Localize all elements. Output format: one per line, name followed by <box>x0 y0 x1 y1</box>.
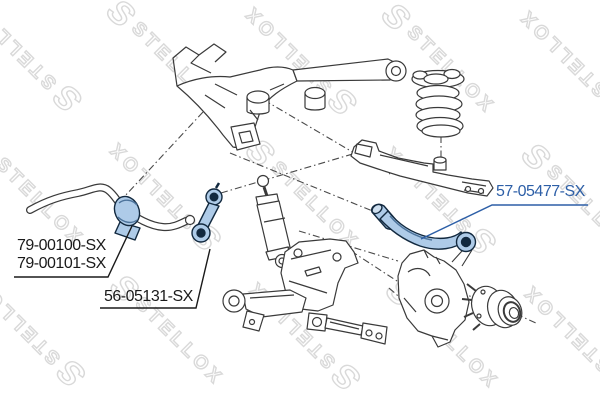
link-rod-drawing <box>306 312 388 345</box>
knuckle-drawing <box>397 249 470 348</box>
stabilizer-bar-drawing <box>26 183 196 232</box>
part-number: 57-05477-SX <box>496 183 585 200</box>
part-number: 79-00100-SX <box>17 237 106 254</box>
spring-arm-drawing <box>350 139 494 197</box>
callout-leader-lines <box>14 204 588 309</box>
shock-absorber-drawing <box>255 174 291 269</box>
coil-spring-drawing <box>411 68 465 138</box>
part-number: 79-00101-SX <box>17 254 106 272</box>
callout-stabilizer-link[interactable]: 56-05131-SX <box>104 288 193 306</box>
stabilizer-bushing-drawing <box>113 195 141 241</box>
stabilizer-link-drawing <box>191 182 223 243</box>
lower-arm-drawing <box>222 289 307 332</box>
callout-control-arm-selected[interactable]: 57-05477-SX <box>496 183 585 201</box>
callout-stabilizer-bushing[interactable]: 79-00100-SX 79-00101-SX <box>17 237 106 272</box>
control-arm-drawing <box>371 203 477 267</box>
hub-bearing-drawing <box>461 283 523 331</box>
subframe-drawing <box>172 43 407 151</box>
part-number: 56-05131-SX <box>104 288 193 305</box>
